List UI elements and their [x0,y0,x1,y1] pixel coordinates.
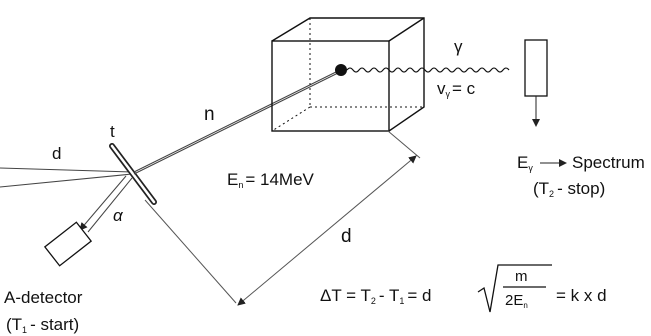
deuteron-label: d [52,144,61,163]
distance-label: d [341,226,352,247]
alpha-label: α [113,206,124,225]
scatter-point [335,64,347,76]
time-of-flight-formula: ΔT = T2- T1= d m 2En = k x d [320,264,607,313]
neutron-label: n [204,104,215,125]
deuteron-beam [0,167,133,188]
sqrt-sign [477,264,552,313]
neutron-beam [133,69,341,175]
stop-label: (T2- stop) [533,179,605,199]
neutron-energy-label: En= 14MeV [227,170,315,190]
target-label: t [110,122,115,141]
start-label: (T1- start) [6,315,79,335]
sample-cube [271,17,425,132]
formula-denominator: 2E [505,292,523,309]
target-foil [109,143,157,205]
gamma-symbol: γ [454,37,463,56]
formula-lhs: ΔT = T [320,286,371,305]
gamma-energy-label: Eγ [517,153,533,173]
gamma-wave [346,67,510,73]
svg-text:2En: 2En [505,292,528,310]
alpha-path [79,175,133,233]
svg-text:ΔT = T2- T1= d: ΔT = T2- T1= d [320,286,432,306]
gamma-detector [524,39,548,97]
distance-indicator [144,130,421,306]
formula-numerator: m [515,268,528,285]
a-detector [43,221,93,267]
gamma-velocity-label: vγ= c [437,79,476,99]
detector-name-label: A-detector [4,288,83,307]
spectrum-label: Spectrum [572,153,645,172]
formula-rhs: = k x d [556,286,607,305]
